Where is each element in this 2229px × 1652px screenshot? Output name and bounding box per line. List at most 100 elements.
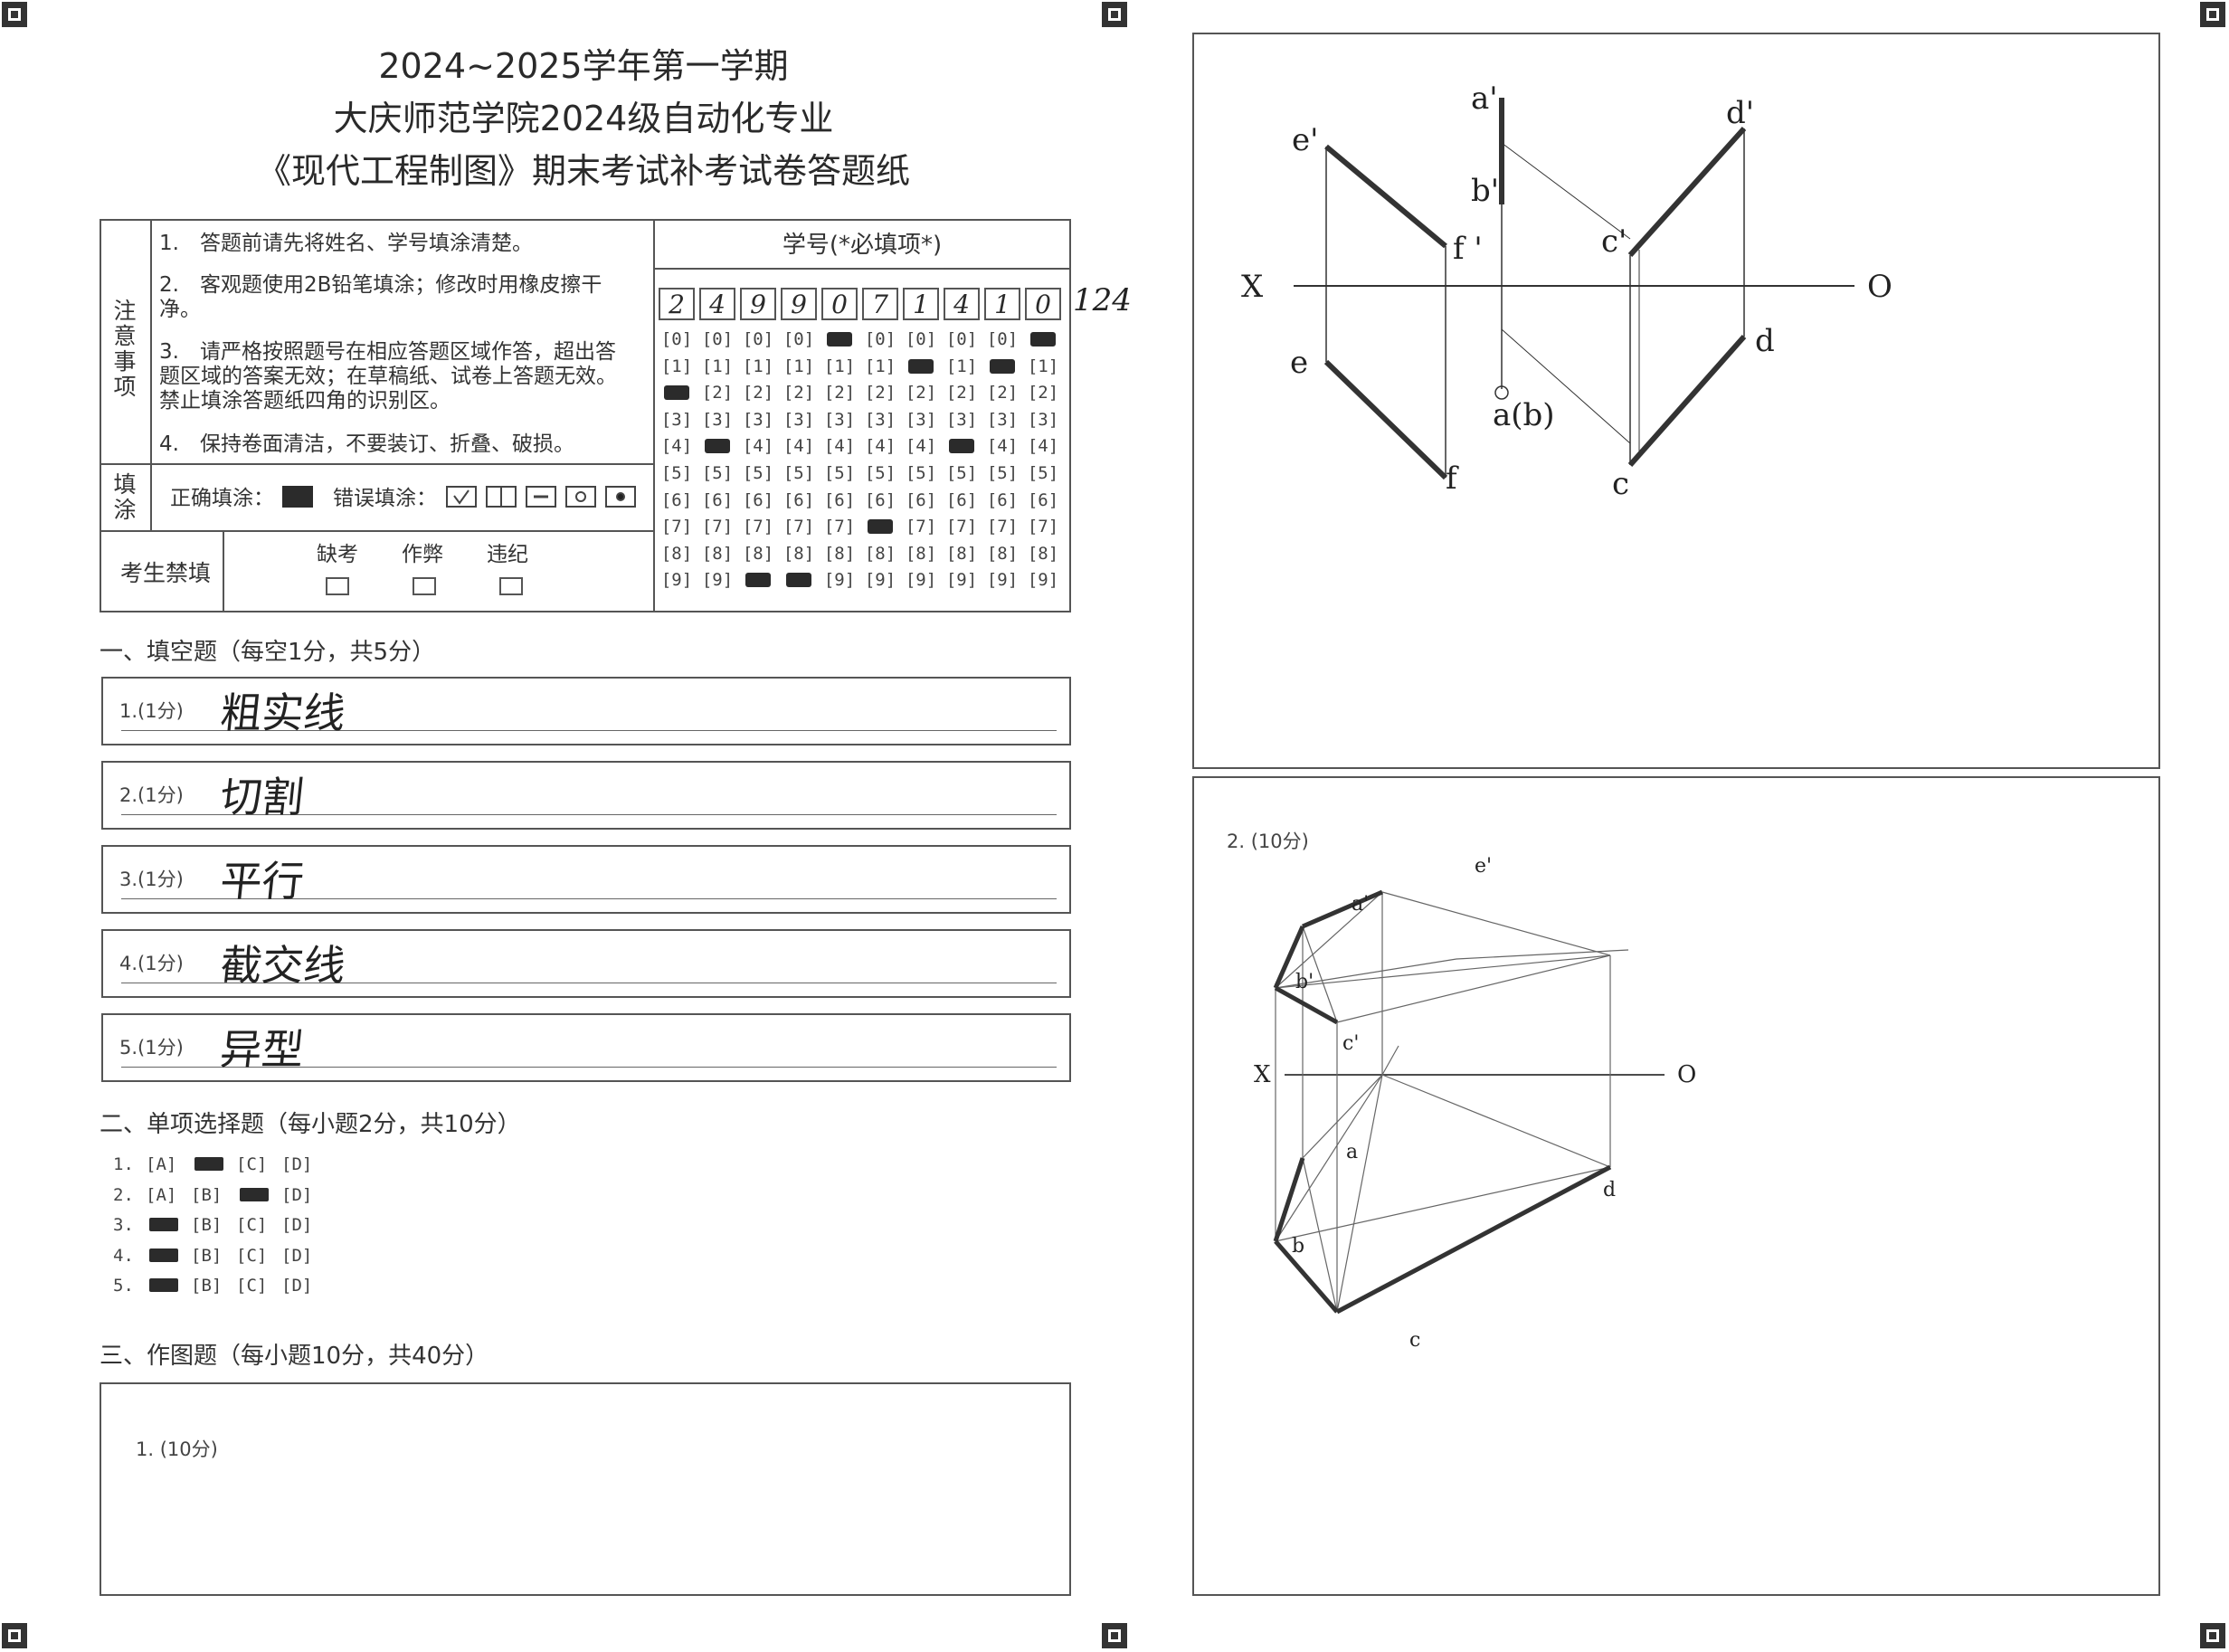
student-id-digit[interactable]: 1: [903, 288, 939, 320]
student-id-bubble[interactable]: [3]: [864, 409, 896, 430]
student-id-bubble[interactable]: [0]: [945, 329, 978, 349]
student-id-bubble[interactable]: [6]: [660, 489, 693, 510]
drawing-answer-box-1[interactable]: 1. (10分): [100, 1382, 1071, 1596]
student-id-bubble[interactable]: [1]: [742, 356, 774, 376]
student-id-bubble[interactable]: [6]: [864, 489, 896, 510]
fill-answer-row[interactable]: 4.(1分)截交线: [101, 929, 1071, 998]
student-id-bubble[interactable]: [7]: [862, 517, 898, 536]
student-id-bubble[interactable]: [3]: [742, 409, 774, 430]
student-id-bubble[interactable]: [7]: [945, 517, 978, 537]
student-id-bubble[interactable]: [2]: [986, 383, 1019, 404]
student-id-bubble[interactable]: [7]: [742, 517, 774, 537]
student-id-bubble[interactable]: [3]: [660, 409, 693, 430]
student-id-bubble[interactable]: [5]: [905, 463, 937, 483]
student-id-bubble[interactable]: [1]: [660, 356, 693, 376]
student-id-bubble[interactable]: [7]: [823, 517, 856, 537]
student-id-bubble[interactable]: [3]: [905, 409, 937, 430]
student-id-bubble[interactable]: [6]: [986, 489, 1019, 510]
student-id-bubble[interactable]: [8]: [823, 543, 856, 564]
handwritten-answer[interactable]: 截交线: [217, 941, 348, 990]
choice-option[interactable]: [C]: [236, 1245, 268, 1266]
student-id-bubble[interactable]: [8]: [660, 543, 693, 564]
student-id-digit[interactable]: 9: [740, 288, 776, 320]
student-id-bubble[interactable]: [6]: [701, 489, 734, 510]
student-id-bubble[interactable]: [3]: [701, 409, 734, 430]
choice-option[interactable]: [C]: [236, 1154, 268, 1174]
student-id-bubble[interactable]: [9]: [986, 570, 1019, 591]
student-id-digit[interactable]: 9: [781, 288, 817, 320]
student-id-bubble[interactable]: [0]: [864, 329, 896, 349]
student-id-bubble[interactable]: [1]: [823, 356, 856, 376]
student-id-bubble[interactable]: [2]: [701, 383, 734, 404]
student-id-bubble[interactable]: [4]: [823, 436, 856, 457]
fill-answer-row[interactable]: 3.(1分)平行: [101, 845, 1071, 914]
student-id-bubble[interactable]: [9]: [864, 570, 896, 591]
student-id-bubble[interactable]: [6]: [1027, 489, 1059, 510]
student-id-bubble[interactable]: [4]: [864, 436, 896, 457]
student-id-bubble[interactable]: [4]: [742, 436, 774, 457]
choice-option[interactable]: [A]: [146, 1276, 191, 1296]
student-id-bubble[interactable]: [0]: [986, 329, 1019, 349]
student-id-bubble[interactable]: [0]: [821, 329, 858, 349]
student-id-bubble[interactable]: [0]: [742, 329, 774, 349]
student-id-bubble[interactable]: [7]: [701, 517, 734, 537]
choice-option[interactable]: [C]: [236, 1185, 281, 1205]
fill-answer-row[interactable]: 2.(1分)切割: [101, 761, 1071, 830]
student-id-bubble[interactable]: [8]: [742, 543, 774, 564]
student-id-bubble[interactable]: [1]: [984, 356, 1020, 376]
student-id-bubble[interactable]: [1]: [701, 356, 734, 376]
student-id-bubble[interactable]: [8]: [945, 543, 978, 564]
student-id-bubble[interactable]: [9]: [740, 570, 776, 590]
student-id-bubble[interactable]: [8]: [701, 543, 734, 564]
student-id-bubble[interactable]: [2]: [823, 383, 856, 404]
choice-option[interactable]: [A]: [146, 1246, 191, 1266]
student-id-bubble[interactable]: [4]: [699, 436, 735, 456]
student-id-bubble[interactable]: [9]: [660, 570, 693, 591]
student-id-bubble[interactable]: [4]: [660, 436, 693, 457]
student-id-bubble[interactable]: [2]: [1027, 383, 1059, 404]
student-id-bubble[interactable]: [5]: [742, 463, 774, 483]
choice-option[interactable]: [B]: [191, 1154, 236, 1174]
student-id-bubble[interactable]: [3]: [823, 409, 856, 430]
student-id-bubble[interactable]: [2]: [945, 383, 978, 404]
student-id-bubble[interactable]: [5]: [1027, 463, 1059, 483]
choice-option[interactable]: [C]: [236, 1276, 268, 1296]
student-id-bubble[interactable]: [3]: [986, 409, 1019, 430]
student-id-bubble[interactable]: [6]: [783, 489, 815, 510]
student-id-bubble[interactable]: [2]: [783, 383, 815, 404]
student-id-bubble[interactable]: [2]: [905, 383, 937, 404]
student-id-bubble[interactable]: [6]: [905, 489, 937, 510]
student-id-bubble[interactable]: [5]: [864, 463, 896, 483]
student-id-bubble[interactable]: [4]: [986, 436, 1019, 457]
choice-option[interactable]: [D]: [281, 1184, 313, 1205]
student-id-bubble[interactable]: [5]: [701, 463, 734, 483]
student-id-bubble[interactable]: [8]: [986, 543, 1019, 564]
handwritten-answer[interactable]: 切割: [217, 773, 307, 821]
student-id-bubble[interactable]: [5]: [945, 463, 978, 483]
student-id-bubble[interactable]: [2]: [742, 383, 774, 404]
student-id-bubble[interactable]: [5]: [986, 463, 1019, 483]
choice-option[interactable]: [D]: [281, 1276, 313, 1296]
student-id-bubble[interactable]: [6]: [823, 489, 856, 510]
cheating-checkbox[interactable]: [413, 577, 436, 595]
student-id-digit[interactable]: 4: [944, 288, 980, 320]
handwritten-answer[interactable]: 平行: [217, 857, 307, 906]
student-id-bubble[interactable]: [2]: [864, 383, 896, 404]
student-id-bubble[interactable]: [9]: [945, 570, 978, 591]
student-id-bubble[interactable]: [1]: [783, 356, 815, 376]
student-id-digit[interactable]: 0: [821, 288, 858, 320]
student-id-bubble[interactable]: [4]: [944, 436, 980, 456]
student-id-bubble[interactable]: [0]: [1025, 329, 1061, 349]
choice-option[interactable]: [C]: [236, 1215, 268, 1235]
fill-answer-row[interactable]: 1.(1分)粗实线: [101, 677, 1071, 745]
student-id-bubble[interactable]: [1]: [864, 356, 896, 376]
handwritten-answer[interactable]: 异型: [217, 1025, 307, 1074]
student-id-bubble[interactable]: [9]: [701, 570, 734, 591]
student-id-digit[interactable]: 2: [659, 288, 695, 320]
student-id-bubble[interactable]: [7]: [783, 517, 815, 537]
choice-option[interactable]: [D]: [281, 1154, 313, 1174]
student-id-bubble[interactable]: [0]: [905, 329, 937, 349]
choice-option[interactable]: [B]: [191, 1245, 223, 1266]
student-id-bubble[interactable]: [9]: [905, 570, 937, 591]
student-id-bubble[interactable]: [7]: [660, 517, 693, 537]
